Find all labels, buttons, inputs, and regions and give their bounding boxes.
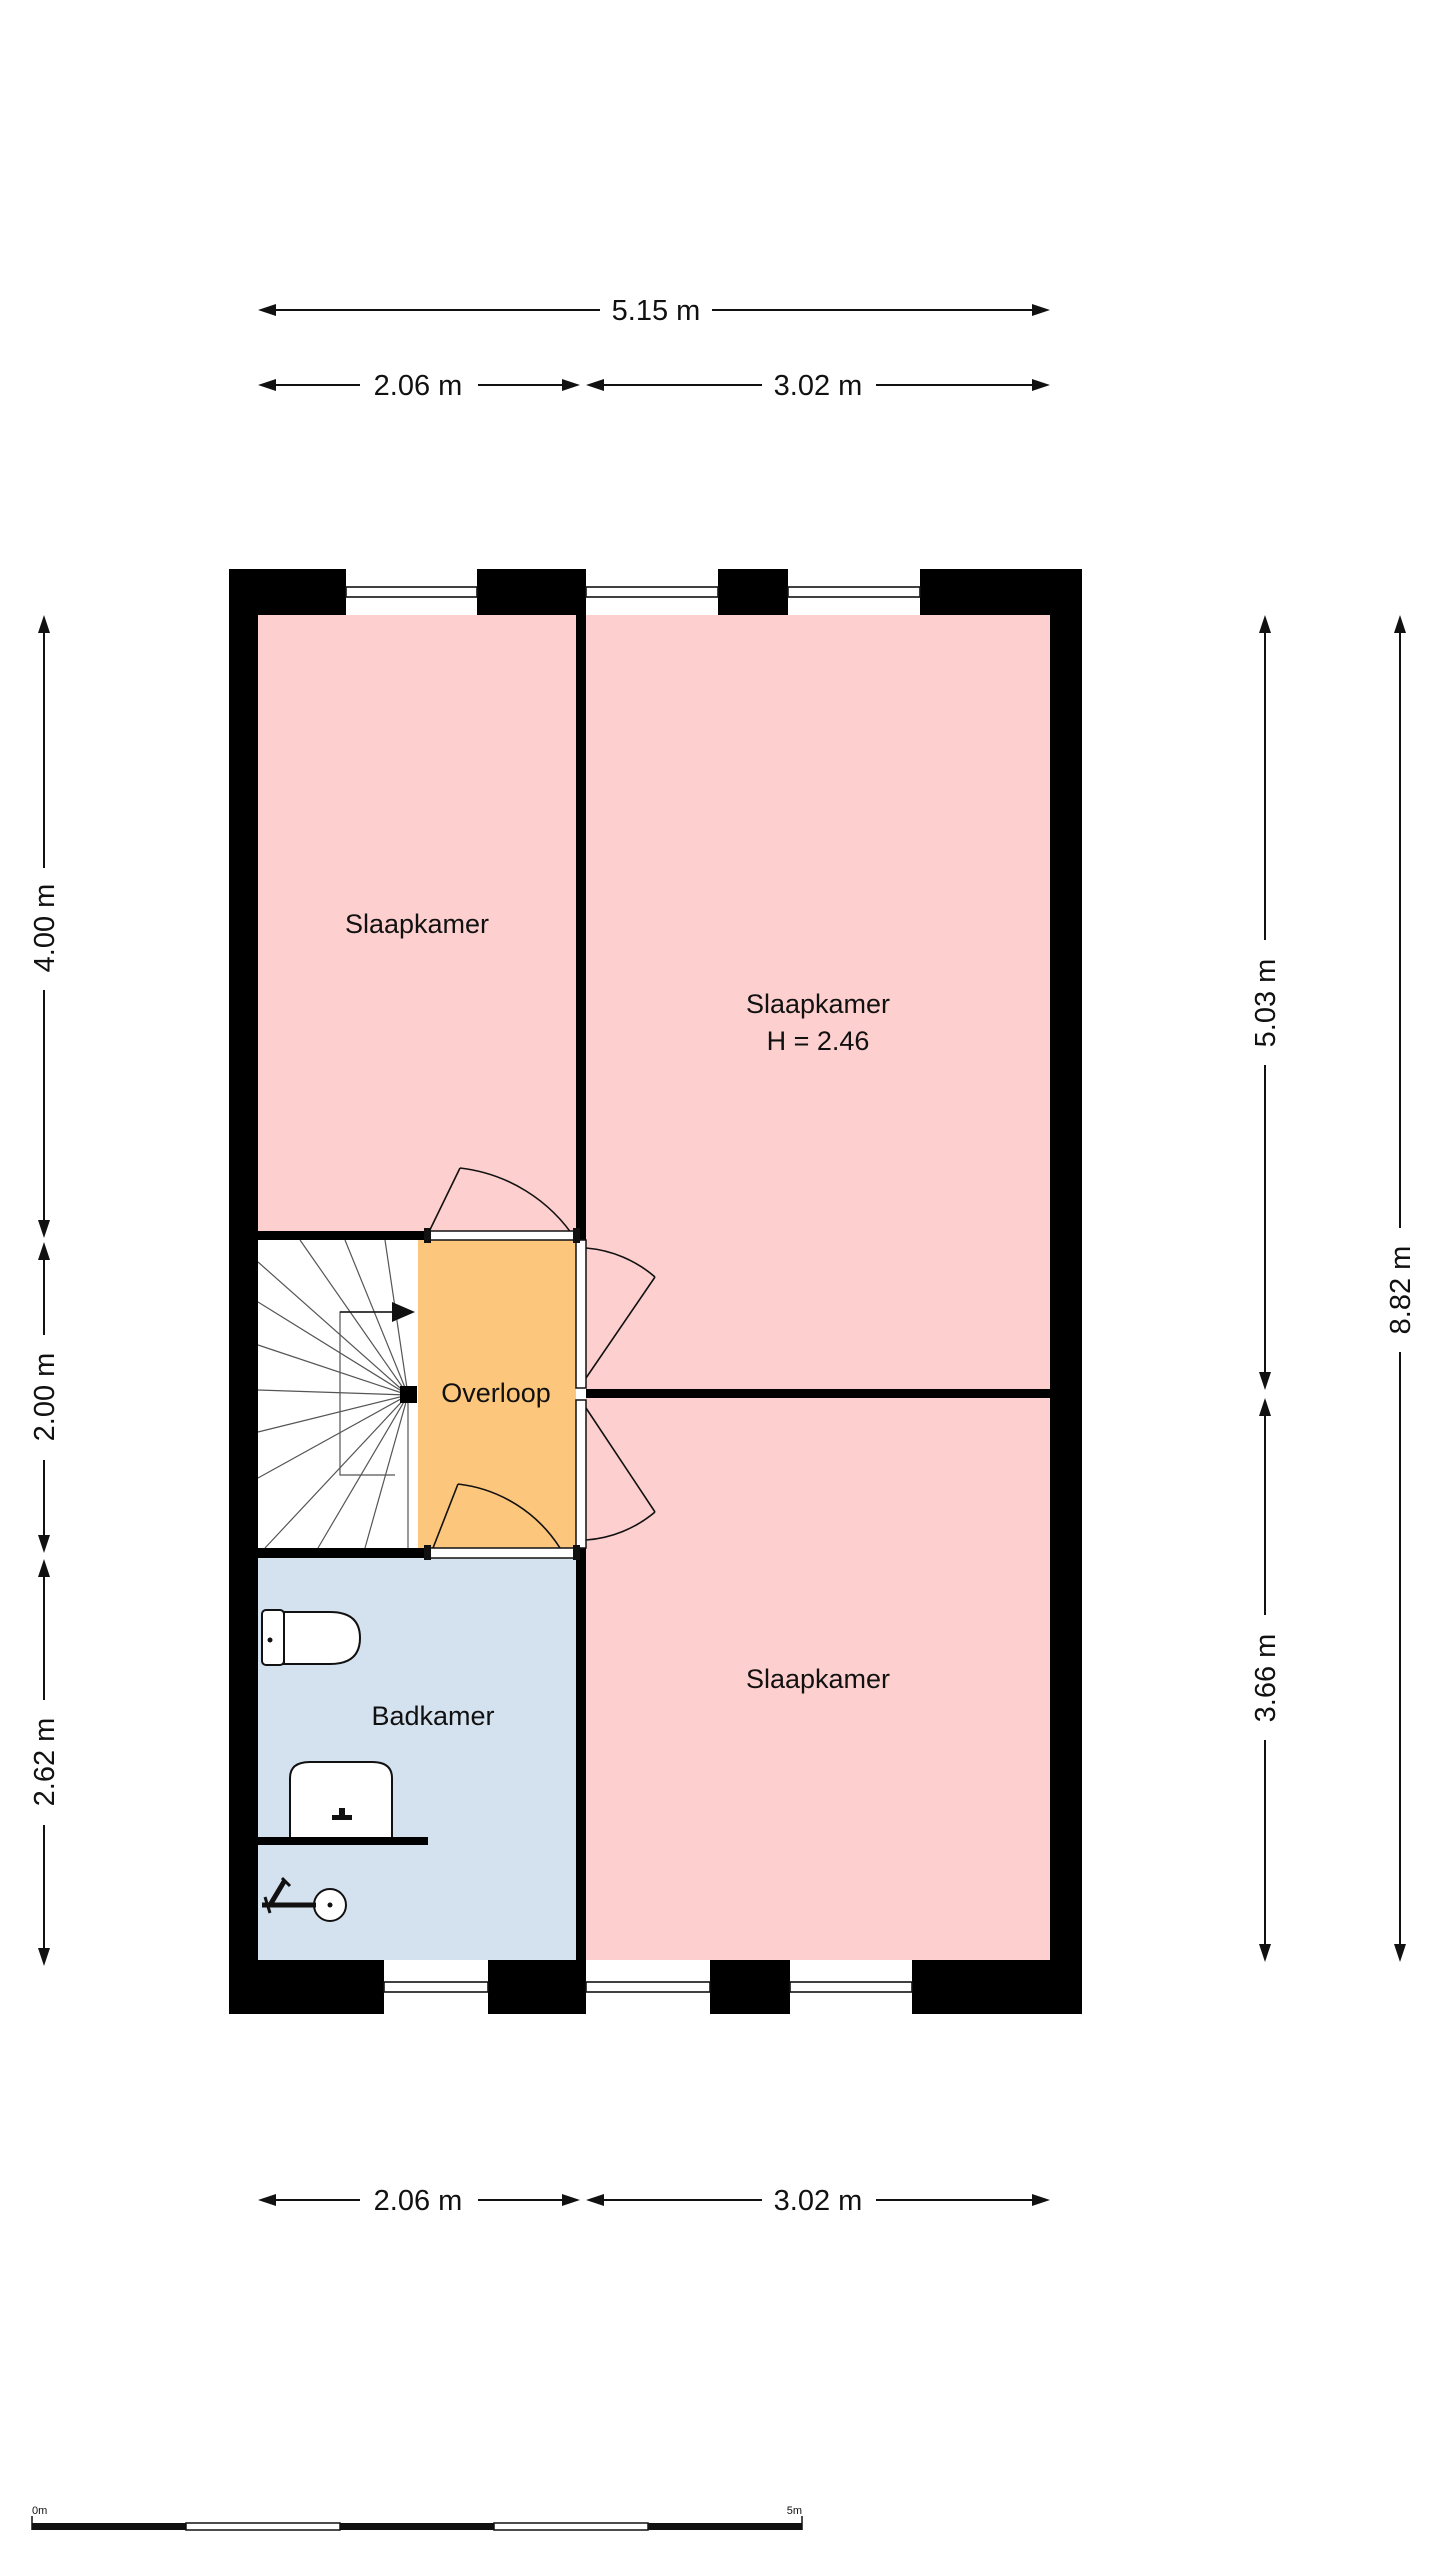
shower-icon	[262, 1876, 347, 1922]
room-label-bedroom-top-right: Slaapkamer	[746, 989, 890, 1019]
dimension-left-middle: 2.00 m	[29, 1242, 61, 1553]
room-label-bedroom-bottom-right: Slaapkamer	[746, 1664, 890, 1694]
svg-text:8.82 m: 8.82 m	[1385, 1246, 1417, 1335]
room-height-bedroom-top-right: H = 2.46	[767, 1026, 870, 1056]
svg-text:2.00 m: 2.00 m	[29, 1353, 61, 1442]
dimension-left-top: 4.00 m	[29, 615, 61, 1238]
room-label-bathroom: Badkamer	[371, 1701, 494, 1731]
staircase	[257, 1239, 417, 1549]
bedroom-top-right-floor	[586, 615, 1050, 1389]
svg-text:2.06 m: 2.06 m	[374, 370, 463, 402]
dimension-bottom-right: 3.02 m	[586, 2185, 1050, 2217]
dimension-right-top: 5.03 m	[1250, 615, 1282, 1390]
svg-text:2.06 m: 2.06 m	[374, 2185, 463, 2217]
svg-text:3.02 m: 3.02 m	[774, 2185, 863, 2217]
toilet-icon	[261, 1609, 362, 1666]
dimension-top-left: 2.06 m	[258, 370, 580, 402]
room-label-bedroom-top-left: Slaapkamer	[345, 909, 489, 939]
svg-text:5.03 m: 5.03 m	[1250, 959, 1282, 1048]
dimension-right-total: 8.82 m	[1385, 615, 1417, 1962]
windows	[345, 586, 921, 1993]
scale-bar-start: 0m	[32, 2505, 47, 2517]
door-bedroom-top-right	[585, 1247, 656, 1379]
room-label-landing: Overloop	[441, 1378, 551, 1408]
svg-text:3.02 m: 3.02 m	[774, 370, 863, 402]
svg-text:5.15 m: 5.15 m	[612, 295, 701, 327]
dimension-left-bottom: 2.62 m	[29, 1559, 61, 1966]
dimension-top-right: 3.02 m	[586, 370, 1050, 402]
svg-text:4.00 m: 4.00 m	[29, 884, 61, 973]
dimension-top-total: 5.15 m	[258, 295, 1050, 327]
scale-bar: 0m 5m	[31, 2505, 803, 2531]
dimension-right-bottom: 3.66 m	[1250, 1398, 1282, 1962]
sink-icon	[289, 1761, 393, 1840]
door-bedroom-bottom-right	[585, 1407, 656, 1541]
svg-text:3.66 m: 3.66 m	[1250, 1634, 1282, 1723]
walls	[229, 569, 1082, 2014]
bathroom-partition-wall	[258, 1837, 428, 1845]
scale-bar-end: 5m	[787, 2505, 802, 2517]
door-frames	[424, 1228, 587, 1560]
door-bathroom	[432, 1483, 561, 1549]
bedroom-bottom-right-floor	[586, 1398, 1050, 1960]
bedroom-top-left-floor	[258, 615, 576, 1231]
svg-text:2.62 m: 2.62 m	[29, 1718, 61, 1807]
dimension-bottom-left: 2.06 m	[258, 2185, 580, 2217]
landing-floor	[418, 1240, 576, 1548]
